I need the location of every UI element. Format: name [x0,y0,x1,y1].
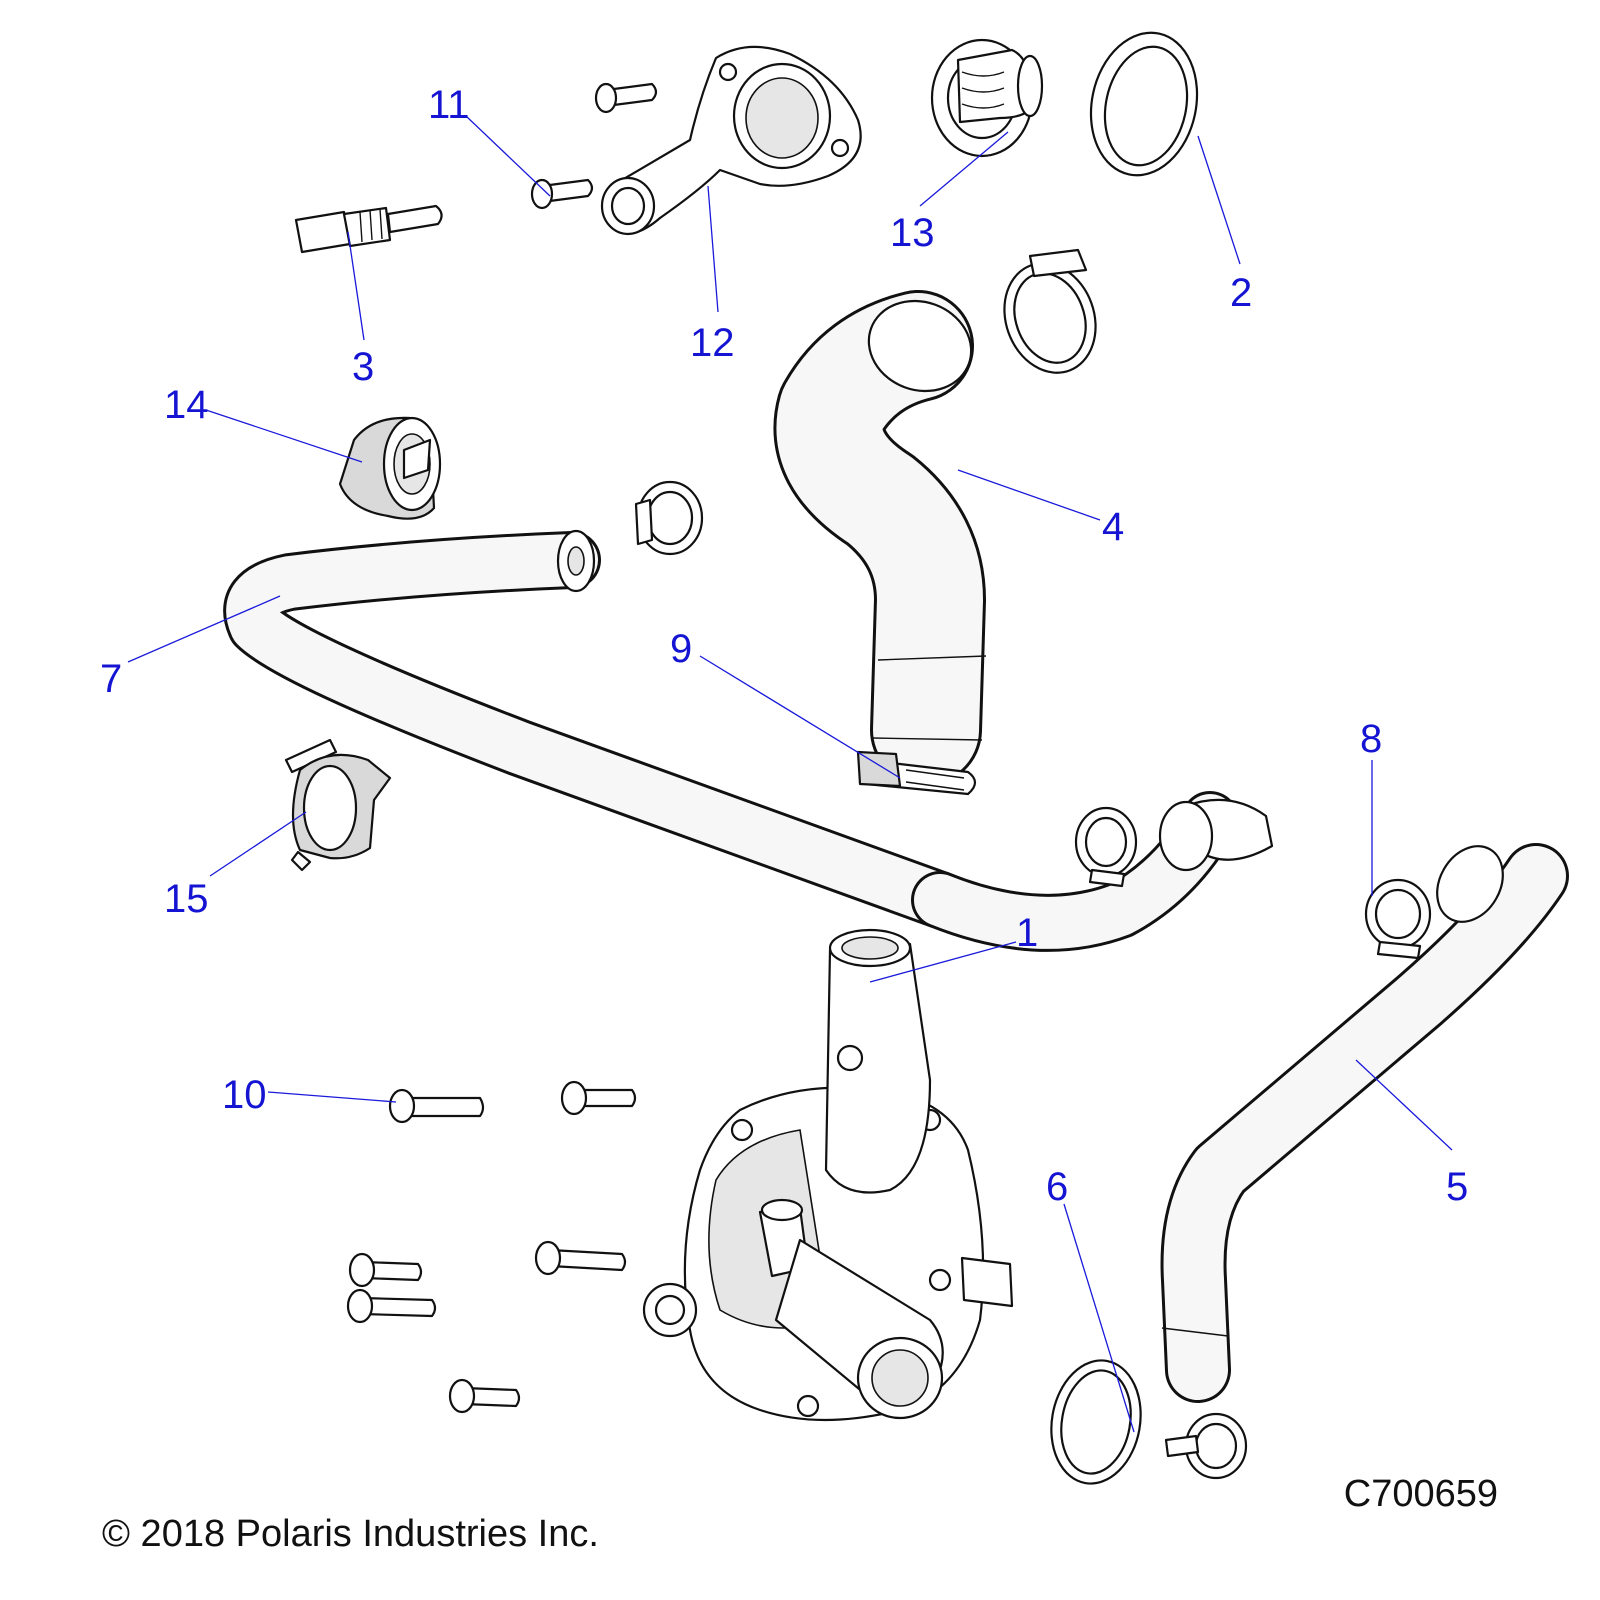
callout-1: 1 [1016,911,1038,955]
hose-4 [773,290,987,786]
callout-numbers: 1 2 3 4 5 6 7 8 9 10 11 12 13 14 15 [100,83,1468,1209]
leader-9 [699,655,901,779]
pump-bolt-e [346,1288,437,1324]
hose-7 [223,529,969,929]
temperature-sensor-3 [294,204,443,254]
pump-bolt-f [448,1378,521,1414]
pump-bolt-b [560,1080,637,1116]
hose-fitting-14 [338,416,442,520]
callout-7: 7 [100,657,122,701]
callout-12: 12 [690,321,735,365]
pump-bolt-d [348,1252,423,1288]
hose-1 [911,791,1274,952]
leader-11 [465,115,551,197]
pump-bolt-c [534,1240,627,1276]
callout-5: 5 [1446,1165,1468,1209]
callout-9: 9 [670,627,692,671]
callout-11: 11 [428,83,470,127]
callout-3: 3 [352,345,374,389]
housing-bolt-11 [530,178,594,210]
water-pump [642,928,1014,1422]
leader-10 [267,1091,397,1103]
leader-15 [209,811,307,877]
drawing-id: C700659 [1344,1473,1498,1515]
leader-5 [1355,1059,1453,1151]
o-ring-seal-2 [1089,31,1199,177]
callout-10: 10 [222,1073,267,1117]
callout-8: 8 [1360,717,1382,761]
thermostat-housing-12 [600,45,862,236]
o-ring-6 [1050,1359,1142,1485]
leader-13 [919,131,1009,207]
spring-clamp-upper [634,480,704,556]
copyright-text: © 2018 Polaris Industries Inc. [102,1513,599,1555]
callout-6: 6 [1046,1165,1068,1209]
callout-13: 13 [890,211,935,255]
callout-14: 14 [164,383,209,427]
callout-4: 4 [1102,505,1124,549]
spring-clamp-right-upper [1074,806,1138,888]
leader-lines [127,115,1453,1433]
leader-4 [957,469,1101,521]
pump-bolt-10 [388,1088,485,1124]
callout-15: 15 [164,877,209,921]
leader-7 [127,595,281,663]
hose-clamp-9 [856,750,977,796]
housing-bolt-upper [594,82,658,114]
leader-1 [869,941,1017,983]
leader-6 [1063,1203,1135,1433]
leader-12 [707,185,719,313]
leader-3 [347,231,365,341]
spring-clamp-lower [1164,1412,1248,1480]
callout-2: 2 [1230,271,1252,315]
spring-clamp-8 [1364,878,1432,960]
hose-clamp-upper [1003,248,1097,374]
leader-14 [205,409,363,463]
hose-clamp-15 [284,738,392,872]
thermostat-13 [930,38,1044,158]
leader-2 [1197,135,1241,265]
hose-5 [1160,843,1569,1403]
